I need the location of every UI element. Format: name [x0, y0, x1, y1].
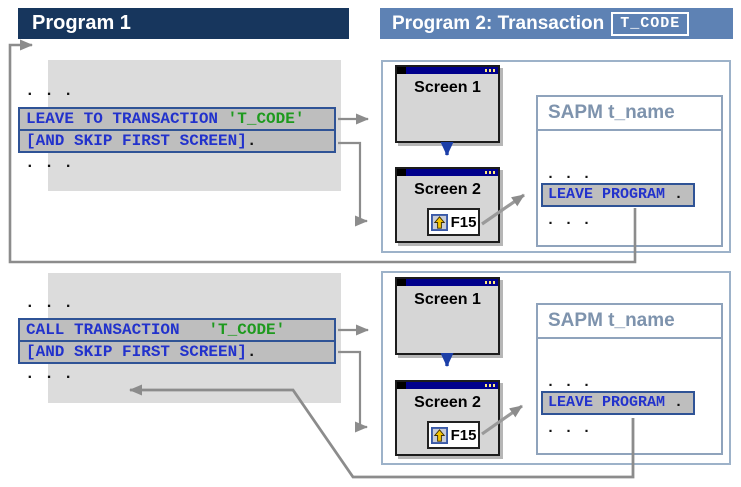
- window-titlebar: [397, 67, 498, 74]
- code-ellipsis: . . .: [25, 154, 74, 172]
- statement-terminator: .: [665, 394, 684, 411]
- code-ellipsis: . . .: [546, 420, 592, 437]
- program1-title: Program 1: [32, 12, 131, 34]
- screen2-window-bottom: Screen 2 F15: [395, 380, 500, 456]
- screen1-window-bottom: Screen 1: [395, 277, 500, 355]
- statement-keyword: LEAVE PROGRAM: [548, 186, 666, 203]
- leave-to-transaction-statement: LEAVE TO TRANSACTION 'T_CODE': [18, 107, 336, 131]
- code-ellipsis: . . .: [546, 166, 592, 183]
- sapm-title: SAPM t_name: [538, 97, 721, 131]
- window-titlebar: [397, 382, 498, 389]
- statement-keyword: LEAVE TO TRANSACTION: [26, 110, 228, 128]
- window-menu-icon: [397, 382, 406, 389]
- statement-terminator: .: [246, 343, 257, 361]
- window-dots-icon: [485, 281, 496, 284]
- window-dots-icon: [485, 384, 496, 387]
- f15-button: F15: [427, 421, 480, 449]
- addition-keyword: [AND SKIP FIRST SCREEN]: [26, 343, 247, 361]
- statement-argument: 'T_CODE': [208, 321, 286, 339]
- program2-header: Program 2: Transaction T_CODE: [380, 8, 733, 39]
- window-titlebar: [397, 169, 498, 176]
- screen2-window-top: Screen 2 F15: [395, 167, 500, 243]
- leave-program-statement: LEAVE PROGRAM .: [541, 391, 695, 415]
- statement-terminator: .: [665, 186, 684, 203]
- addition-keyword: [AND SKIP FIRST SCREEN]: [26, 132, 247, 150]
- f15-label: F15: [450, 426, 477, 444]
- statement-keyword: CALL TRANSACTION: [26, 321, 209, 339]
- program1-header: Program 1: [18, 8, 349, 39]
- window-dots-icon: [485, 171, 496, 174]
- window-menu-icon: [397, 67, 406, 74]
- arrow-skip-addition-to-screen2: [338, 141, 368, 227]
- screen1-label: Screen 1: [414, 291, 481, 308]
- f15-button: F15: [427, 208, 480, 236]
- statement-keyword: LEAVE PROGRAM: [548, 394, 666, 411]
- screen1-window-top: Screen 1: [395, 65, 500, 143]
- arrow-skip-addition-to-screen2-bottom: [338, 350, 368, 433]
- program2-title: Program 2: Transaction: [392, 12, 605, 34]
- window-menu-icon: [397, 279, 406, 286]
- screen2-label: Screen 2: [414, 394, 481, 411]
- skip-first-screen-addition: [AND SKIP FIRST SCREEN].: [18, 340, 336, 364]
- exit-icon: [430, 213, 448, 231]
- code-ellipsis: . . .: [546, 212, 592, 229]
- screen2-label: Screen 2: [414, 181, 481, 198]
- leave-program-statement: LEAVE PROGRAM .: [541, 183, 695, 207]
- call-transaction-block: CALL TRANSACTION 'T_CODE' [AND SKIP FIRS…: [18, 318, 336, 364]
- tcode-badge: T_CODE: [611, 11, 690, 36]
- call-transaction-statement: CALL TRANSACTION 'T_CODE': [18, 318, 336, 342]
- window-titlebar: [397, 279, 498, 286]
- window-dots-icon: [485, 69, 496, 72]
- leave-to-transaction-block: LEAVE TO TRANSACTION 'T_CODE' [AND SKIP …: [18, 107, 336, 153]
- statement-terminator: .: [246, 132, 257, 150]
- screen1-label: Screen 1: [414, 79, 481, 96]
- f15-label: F15: [450, 213, 477, 231]
- exit-icon: [430, 426, 448, 444]
- sapm-title: SAPM t_name: [538, 305, 721, 339]
- code-ellipsis: . . .: [25, 365, 74, 383]
- sapm-box-bottom: SAPM t_name . . . LEAVE PROGRAM . . . .: [536, 303, 723, 455]
- code-ellipsis: . . .: [546, 374, 592, 391]
- statement-argument: 'T_CODE': [227, 110, 305, 128]
- skip-first-screen-addition: [AND SKIP FIRST SCREEN].: [18, 129, 336, 153]
- code-ellipsis: . . .: [25, 294, 74, 312]
- sapm-box-top: SAPM t_name . . . LEAVE PROGRAM . . . .: [536, 95, 723, 247]
- code-ellipsis: . . .: [25, 82, 74, 100]
- window-menu-icon: [397, 169, 406, 176]
